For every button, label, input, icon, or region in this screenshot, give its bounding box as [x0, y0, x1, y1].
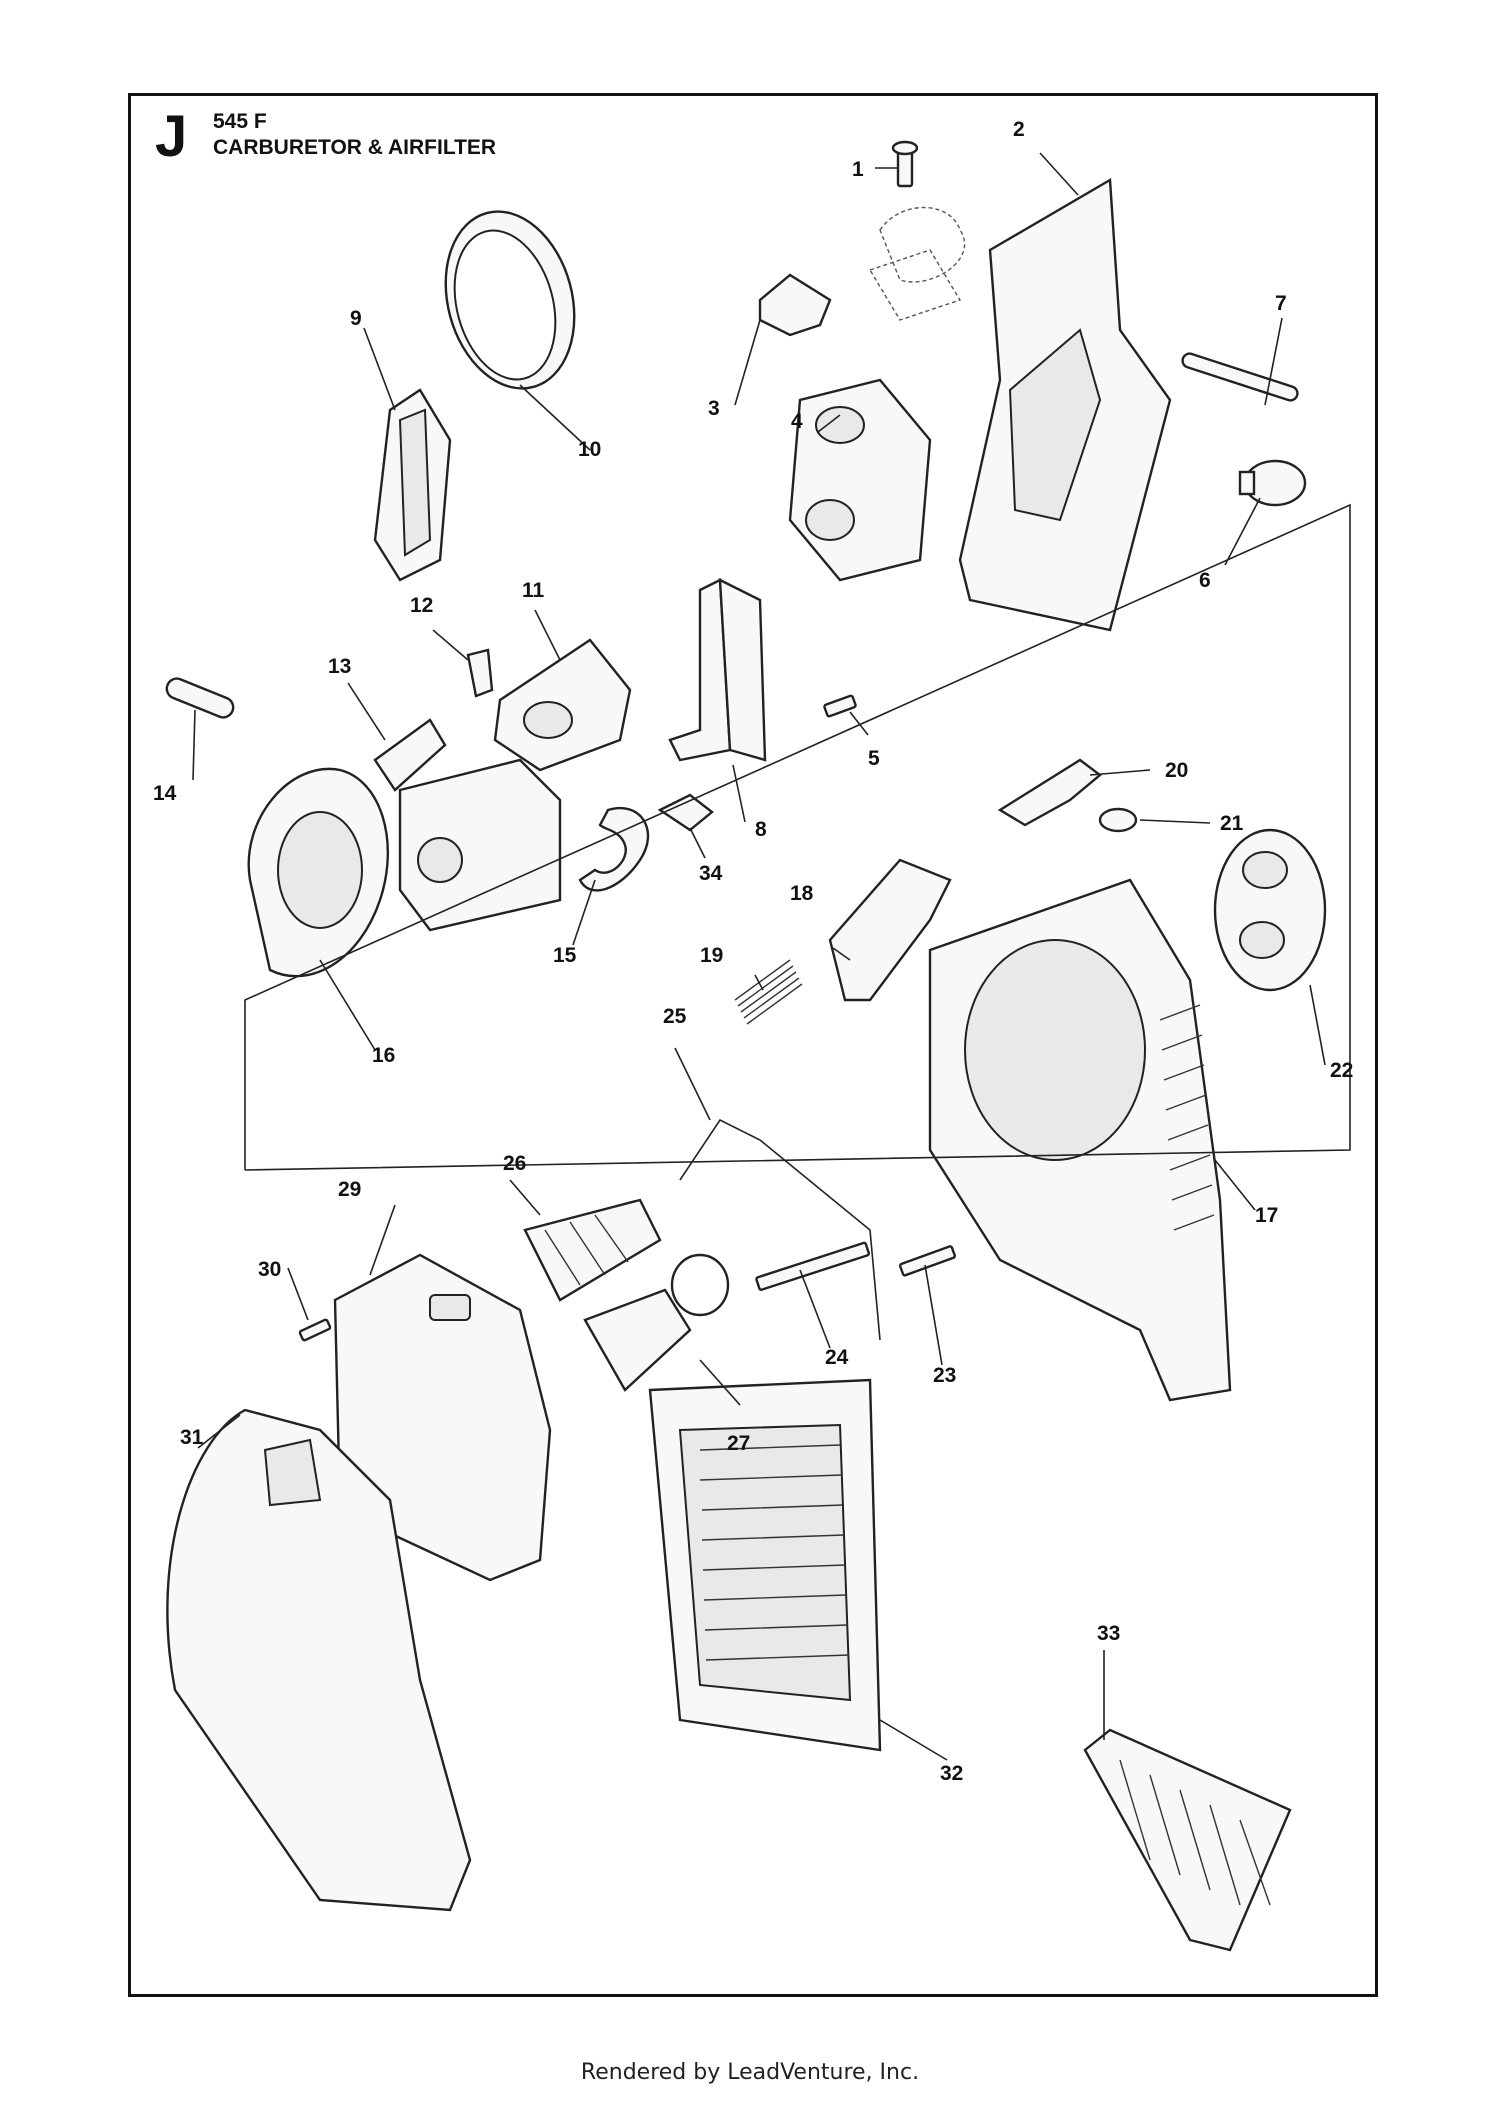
callout-21: 21 — [1220, 812, 1244, 835]
callout-10: 10 — [578, 438, 601, 461]
callout-31: 31 — [180, 1426, 204, 1449]
callout-12: 12 — [410, 594, 433, 617]
callout-34: 34 — [699, 862, 723, 885]
part-16-air-baffle — [247, 767, 389, 978]
callout-2: 2 — [1013, 118, 1025, 141]
diagram-frame — [128, 93, 1378, 1997]
callout-14: 14 — [153, 782, 177, 805]
callout-13: 13 — [328, 655, 351, 678]
callout-5: 5 — [868, 747, 880, 770]
callout-16: 16 — [372, 1044, 395, 1067]
part-6-primer-bulb — [1238, 459, 1307, 507]
callout-20: 20 — [1165, 759, 1188, 782]
part-32-filter-element — [648, 1378, 882, 1752]
callout-6: 6 — [1199, 569, 1211, 592]
callout-8: 8 — [755, 818, 767, 841]
callout-4: 4 — [791, 410, 803, 433]
part-12-clip — [466, 648, 494, 698]
callout-1: 1 — [852, 158, 864, 181]
part-2-housing — [868, 177, 1172, 632]
callout-32: 32 — [940, 1762, 963, 1785]
part-4-intake-flange — [788, 378, 932, 582]
callout-29: 29 — [338, 1178, 361, 1201]
part-13-carburetor — [373, 718, 562, 932]
part-8-bracket — [668, 577, 767, 762]
callout-22: 22 — [1330, 1059, 1353, 1082]
callout-23: 23 — [933, 1364, 956, 1387]
callout-27: 27 — [727, 1432, 750, 1455]
part-3-clip — [758, 273, 832, 337]
part-5-screw — [823, 694, 857, 718]
footer-credit: Rendered by LeadVenture, Inc. — [580, 2060, 920, 2085]
part-9-bracket — [373, 388, 452, 582]
callout-26: 26 — [503, 1152, 526, 1175]
part-19-spring — [734, 959, 803, 1025]
part-31-outer-cover — [166, 1408, 472, 1912]
section-letter: J — [155, 104, 188, 169]
callout-3: 3 — [708, 397, 720, 420]
model-name: 545 F — [213, 110, 267, 133]
callout-19: 19 — [700, 944, 723, 967]
diagram-title: CARBURETOR & AIRFILTER — [213, 136, 497, 159]
part-20-clip — [997, 758, 1102, 827]
part-14-tube — [165, 677, 235, 719]
part-23-screw — [898, 1245, 957, 1277]
part-11-insulator — [493, 638, 632, 772]
part-10-ring-seal — [444, 210, 576, 390]
callout-18: 18 — [790, 882, 814, 905]
part-33-pre-filter — [1083, 1728, 1292, 1952]
part-18-lever — [828, 858, 952, 1002]
callout-11: 11 — [522, 579, 545, 602]
part-17-airfilter-housing — [928, 878, 1232, 1402]
callout-15: 15 — [553, 944, 577, 967]
callout-30: 30 — [258, 1258, 281, 1281]
part-1-screw — [891, 140, 919, 188]
part-24-long-screw — [755, 1241, 871, 1291]
part-30-screw — [298, 1318, 332, 1342]
callout-24: 24 — [825, 1346, 849, 1369]
part-22-choke-flange — [1213, 828, 1327, 992]
part-27-seal-screen — [583, 1253, 730, 1392]
callout-labels: 1 2 3 4 5 6 7 8 9 10 11 12 13 14 15 16 1… — [153, 118, 1353, 1785]
part-26-filter-screen — [523, 1198, 662, 1302]
part-15-fuel-hose — [578, 807, 650, 892]
leader-lines — [192, 152, 1351, 1761]
part-7-pin — [1181, 352, 1299, 402]
callout-25: 25 — [663, 1005, 687, 1028]
callout-7: 7 — [1275, 292, 1287, 315]
part-34-clip — [657, 793, 714, 832]
callout-9: 9 — [350, 307, 362, 330]
callout-17: 17 — [1255, 1204, 1278, 1227]
part-25-wire-bail — [679, 1118, 881, 1341]
callout-33: 33 — [1097, 1622, 1120, 1645]
part-21-grommet — [1098, 807, 1138, 833]
